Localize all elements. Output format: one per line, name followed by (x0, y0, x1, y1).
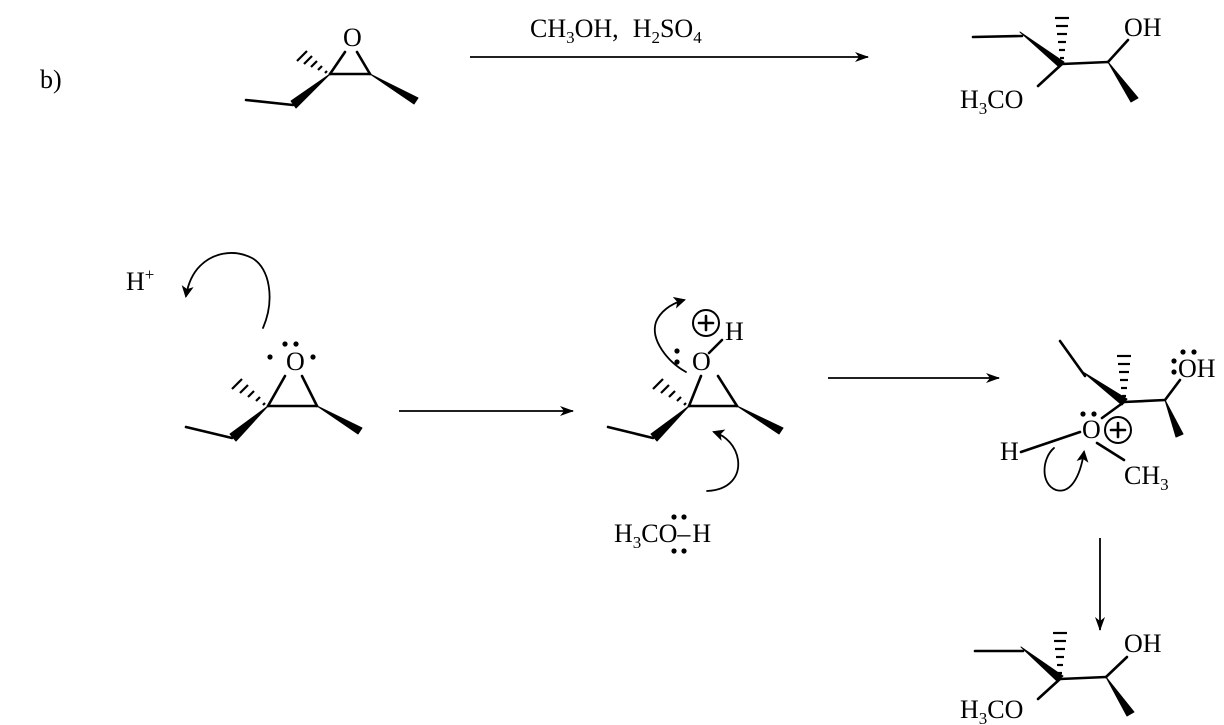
step2-wedge-methyl (736, 405, 784, 435)
product-hashed-methyl (1055, 16, 1069, 60)
final-hashed-methyl (1053, 631, 1067, 675)
curly-arrow-ring-opening (653, 296, 687, 373)
hashed-bond-methyl (296, 50, 328, 74)
lone-pair-dot (681, 514, 687, 520)
product-wedge-methyl (1107, 61, 1139, 103)
step1-bond-co-right (300, 374, 319, 408)
lone-pair-dot (1171, 358, 1177, 364)
curly-arrow-deprotonation (1043, 447, 1089, 492)
product-c-oh-bond (1106, 38, 1130, 64)
final-c-o-bond (1036, 677, 1062, 701)
step1-oxygen: O (286, 347, 305, 376)
curly-arrow-nucleophile (706, 429, 740, 492)
step2-hashed-methyl (652, 378, 687, 406)
step3-o-ch3-bond (1095, 441, 1126, 462)
proton: H+ (126, 265, 154, 296)
step2-bond-co-right (716, 374, 739, 408)
step2-wedge-ethyl (650, 405, 690, 442)
step3-ethyl-bond (1058, 339, 1087, 378)
step1-ethyl-bond (184, 425, 234, 440)
step2-bond-co-left (687, 374, 703, 408)
lone-pair-dot (293, 341, 299, 347)
plus-charge-icon (1104, 416, 1132, 444)
reaction-conditions: CH3OH,H2SO4 (530, 14, 702, 47)
step2-oxonium: H O H3CO–H (606, 296, 784, 554)
ethyl-bond (244, 98, 295, 107)
step2-oh-bond (707, 338, 724, 355)
plus-charge-icon (692, 309, 720, 337)
lone-pair-dot (310, 354, 316, 360)
product-cc-bond (1060, 60, 1110, 66)
product-c-o-bond (1036, 62, 1064, 88)
final-c-oh-bond (1104, 655, 1129, 679)
lone-pair-dot (267, 354, 273, 360)
lone-pair-dot (674, 348, 680, 354)
step1-wedge-ethyl (229, 405, 269, 442)
step1-hashed-methyl (231, 378, 266, 406)
lone-pair-dot (1080, 411, 1086, 417)
step3-wedge-methyl (1164, 399, 1184, 438)
final-cc-bond (1058, 675, 1108, 681)
step2-ethyl-bond (606, 425, 655, 440)
step3-wedge-ethyl (1082, 371, 1128, 406)
epoxide-bond-co-left (328, 50, 347, 76)
wedge-bond-methyl-right (369, 73, 419, 105)
step3-intermediate: OH O H CH3 (1000, 339, 1216, 494)
epoxide-oxygen: O (343, 23, 362, 52)
curly-arrow-protonation (181, 252, 271, 329)
lone-pair-dot (681, 548, 687, 554)
lone-pair-dot (674, 359, 680, 365)
lone-pair-dot (1171, 369, 1177, 375)
lone-pair-dot (282, 341, 288, 347)
step3-hashed-methyl (1117, 354, 1131, 398)
final-wedge-methyl (1105, 676, 1135, 717)
final-hydroxyl: OH (1124, 629, 1162, 658)
lone-pair-dot (671, 548, 677, 554)
step3-hydroxyl: OH (1178, 354, 1216, 383)
step3-o-h-bond (1019, 430, 1082, 454)
epoxide-bond-co-right (355, 50, 372, 76)
epoxide-reactant: O (244, 23, 419, 109)
step2-hydrogen: H (725, 317, 744, 346)
step3-oxygen: O (1082, 415, 1101, 444)
lone-pair-dot (1091, 411, 1097, 417)
product-top: OH H3CO (960, 13, 1162, 118)
step1-epoxide: H+ O (126, 252, 363, 442)
step3-hydrogen: H (1000, 437, 1019, 466)
part-label: b) (40, 65, 62, 94)
final-product: OH H3CO (960, 629, 1162, 725)
product-hydroxyl: OH (1124, 13, 1162, 42)
product-wedge-ethyl (1019, 31, 1065, 67)
lone-pair-dot (1180, 349, 1186, 355)
final-wedge-ethyl (1020, 646, 1064, 682)
step3-cc-bond (1122, 398, 1167, 404)
step2-oxygen: O (692, 347, 711, 376)
step3-methyl: CH3 (1124, 461, 1169, 494)
product-ethyl-bond (971, 34, 1024, 39)
final-methoxy: H3CO (960, 695, 1023, 725)
step1-bond-co-left (266, 374, 287, 408)
step3-c-o-bond (1100, 400, 1126, 420)
product-methoxy: H3CO (960, 85, 1023, 118)
lone-pair-dot (1191, 349, 1197, 355)
methanol: H3CO–H (614, 519, 711, 552)
step3-c-oh-bond (1163, 378, 1182, 402)
wedge-bond-ethyl (290, 73, 331, 109)
lone-pair-dot (671, 514, 677, 520)
step1-wedge-methyl (316, 405, 363, 435)
